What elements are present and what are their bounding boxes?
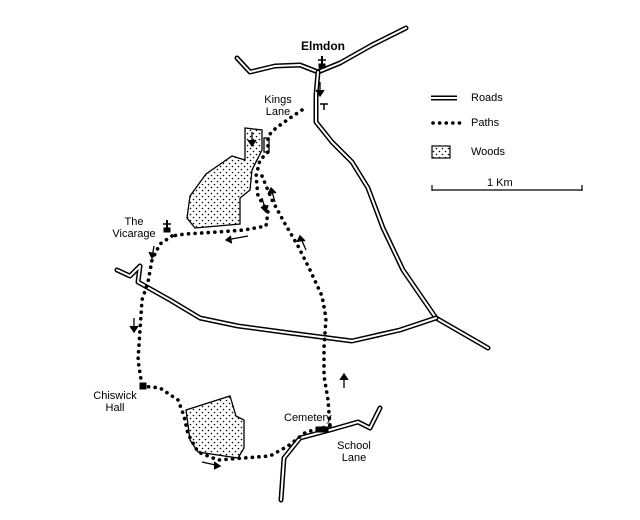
post-icon-woods <box>263 137 270 153</box>
label-chiswick-hall: Chiswick Hall <box>93 390 137 414</box>
arrow-woods-east <box>260 197 269 214</box>
road-main-diagonal <box>313 69 491 351</box>
woods-layer <box>185 127 263 459</box>
arrow-up-cemetery <box>339 372 349 388</box>
symbols <box>139 56 329 433</box>
legend <box>431 95 583 191</box>
legend-roads-label: Roads <box>471 92 503 104</box>
roads-layer <box>114 25 491 503</box>
arrow-ne-path <box>296 234 307 251</box>
cemetery-icon <box>315 426 329 433</box>
t-junction-icon <box>320 103 328 110</box>
legend-paths-label: Paths <box>471 117 500 129</box>
arrow-kings-lane <box>247 132 257 148</box>
church-icon-elmdon <box>318 56 326 69</box>
road-middle <box>114 263 439 344</box>
legend-woods-symbol <box>431 145 451 159</box>
paths-layer <box>136 108 332 462</box>
arrow-up-woods <box>267 186 277 203</box>
scale-label: 1 Km <box>487 177 513 189</box>
legend-woods-label: Woods <box>471 146 506 158</box>
woods-north <box>186 127 263 229</box>
arrow-south-woods <box>201 461 222 470</box>
arrow-down-chiswick <box>129 318 139 334</box>
label-elmdon: Elmdon <box>301 39 345 53</box>
path-chiswick-to-cemetery <box>140 384 332 462</box>
path-vicarage-to-chiswick <box>136 234 174 388</box>
scale-bar <box>431 185 583 191</box>
label-cemetery: Cemetery <box>284 412 332 424</box>
direction-arrows <box>129 82 349 470</box>
chiswick-hall-icon <box>139 382 147 390</box>
arrow-down-elmdon <box>315 82 325 98</box>
arrow-down-vicarage <box>148 245 157 260</box>
path-woods-to-cemetery <box>260 174 332 428</box>
path-kings-lane-to-woods <box>170 108 304 238</box>
label-school-lane: School Lane <box>337 440 371 464</box>
label-the-vicarage: The Vicarage <box>112 216 156 240</box>
church-icon-vicarage <box>163 220 171 233</box>
arrow-to-vicarage <box>224 235 249 244</box>
label-kings-lane: Kings Lane <box>264 94 292 118</box>
